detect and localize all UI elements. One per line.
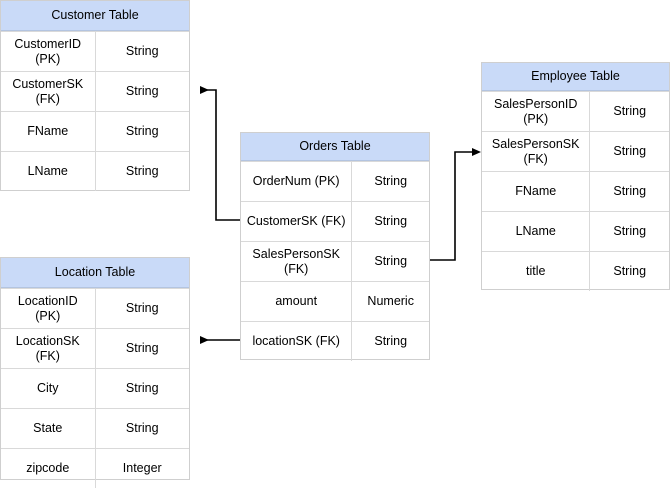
field-type: String (374, 254, 408, 268)
table-orders-title: Orders Table (241, 133, 429, 161)
field-name: SalesPersonID (PK) (482, 92, 591, 131)
field-type: String (613, 224, 647, 238)
field-type: String (125, 44, 159, 58)
field-type: String (374, 174, 408, 188)
field-type: String (374, 334, 408, 348)
field-name: LocationID (PK) (1, 289, 96, 328)
table-location[interactable]: Location Table LocationID (PK) String Lo… (0, 257, 190, 488)
field-name: SalesPersonSK (FK) (482, 132, 591, 171)
connector-orders-to-customer (200, 86, 240, 221)
field-type: String (613, 264, 647, 278)
table-row[interactable]: zipcode Integer (1, 448, 189, 488)
field-type: String (374, 214, 408, 228)
table-row[interactable]: LName String (1, 151, 189, 191)
field-type: Integer (122, 461, 162, 475)
field-name: CustomerSK (FK) (241, 202, 353, 241)
field-name: OrderNum (PK) (241, 162, 353, 201)
table-orders[interactable]: Orders Table OrderNum (PK) String Custom… (240, 132, 430, 361)
table-row[interactable]: amount Numeric (241, 281, 429, 321)
field-type: String (125, 164, 159, 178)
table-employee[interactable]: Employee Table SalesPersonID (PK) String… (481, 62, 670, 291)
field-name: LName (1, 152, 96, 191)
table-row[interactable]: City String (1, 368, 189, 408)
field-name: title (482, 252, 591, 291)
field-name: amount (241, 282, 353, 321)
field-name: LocationSK (FK) (1, 329, 96, 368)
table-row[interactable]: State String (1, 408, 189, 448)
connector-orders-to-employee (430, 148, 481, 261)
field-name: CustomerSK (FK) (1, 72, 96, 111)
table-row[interactable]: CustomerSK (FK) String (241, 201, 429, 241)
table-row[interactable]: LName String (482, 211, 669, 251)
field-name: City (1, 369, 96, 408)
field-type: String (613, 184, 647, 198)
field-name: locationSK (FK) (241, 322, 353, 361)
field-type: String (125, 341, 159, 355)
field-type: String (125, 381, 159, 395)
table-row[interactable]: SalesPersonID (PK) String (482, 91, 669, 131)
field-type: String (613, 144, 647, 158)
table-customer[interactable]: Customer Table CustomerID (PK) String Cu… (0, 0, 190, 191)
table-location-title: Location Table (1, 258, 189, 288)
field-type: Numeric (367, 294, 414, 308)
table-row[interactable]: SalesPersonSK (FK) String (482, 131, 669, 171)
table-customer-title: Customer Table (1, 1, 189, 31)
table-row[interactable]: FName String (1, 111, 189, 151)
table-row[interactable]: LocationID (PK) String (1, 288, 189, 328)
field-type: String (125, 301, 159, 315)
table-row[interactable]: SalesPersonSK (FK) String (241, 241, 429, 281)
table-row[interactable]: FName String (482, 171, 669, 211)
field-type: String (125, 84, 159, 98)
field-name: FName (1, 112, 96, 151)
field-name: SalesPersonSK (FK) (241, 242, 353, 281)
table-row[interactable]: CustomerID (PK) String (1, 31, 189, 71)
field-name: zipcode (1, 449, 96, 488)
table-row[interactable]: title String (482, 251, 669, 291)
field-type: String (613, 104, 647, 118)
field-type: String (125, 124, 159, 138)
table-row[interactable]: locationSK (FK) String (241, 321, 429, 361)
table-row[interactable]: CustomerSK (FK) String (1, 71, 189, 111)
field-name: State (1, 409, 96, 448)
table-row[interactable]: LocationSK (FK) String (1, 328, 189, 368)
field-name: LName (482, 212, 591, 251)
table-row[interactable]: OrderNum (PK) String (241, 161, 429, 201)
field-name: FName (482, 172, 591, 211)
field-name: CustomerID (PK) (1, 32, 96, 71)
field-type: String (125, 421, 159, 435)
table-employee-title: Employee Table (482, 63, 669, 91)
